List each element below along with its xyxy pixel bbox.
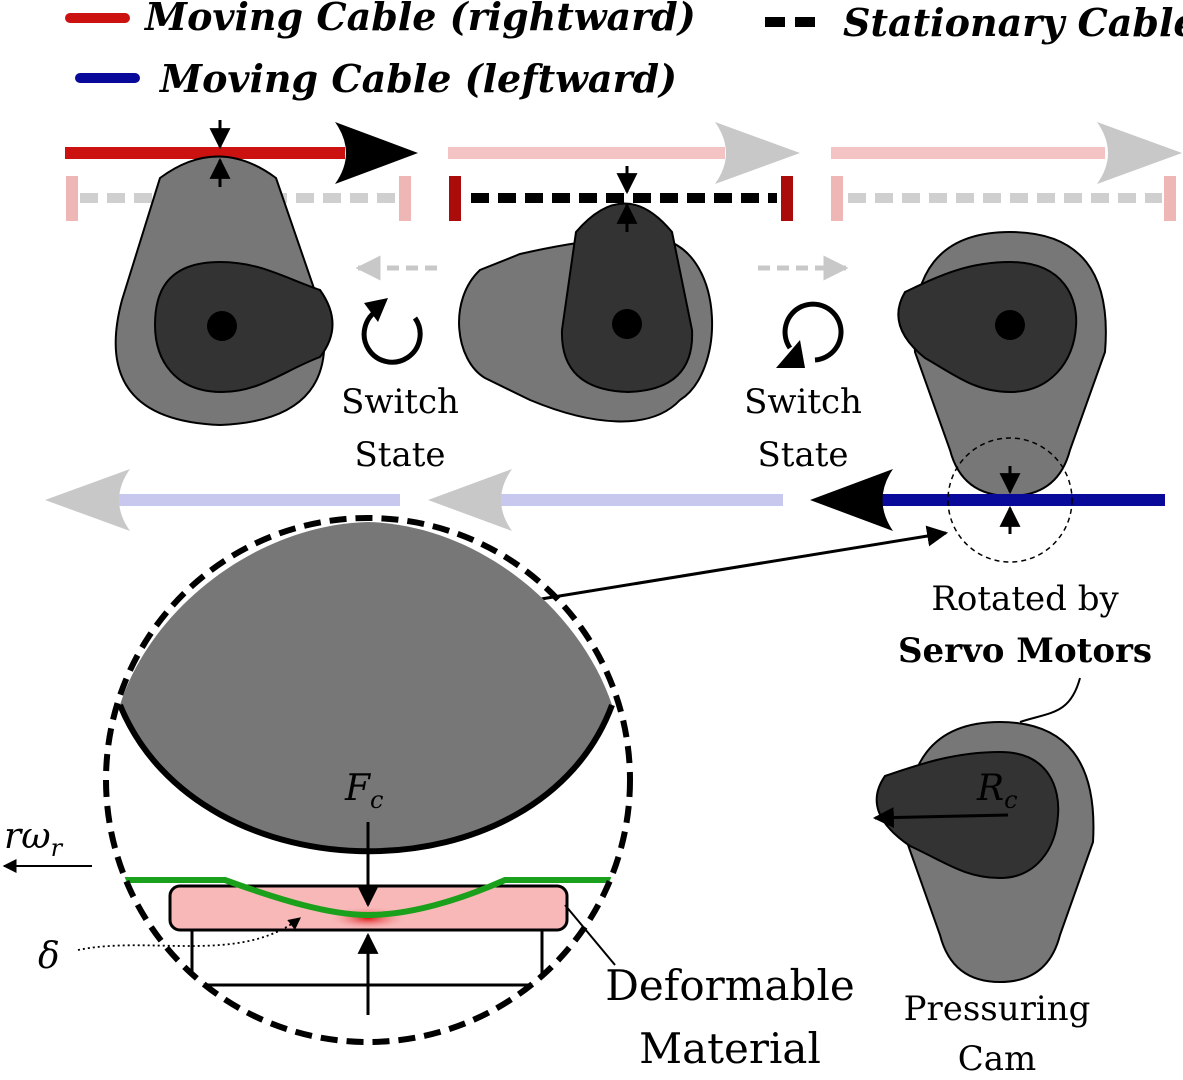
cam-1-inner [153,260,334,394]
material-pointer [564,904,616,966]
deformation-label: δ [38,936,60,977]
servo-pointer [1019,677,1081,723]
velocity-label: rωr [4,816,64,862]
pressuring-cam-line2: Cam [958,1039,1037,1079]
rotate-counterclockwise-icon [782,301,844,363]
radius-arrow [872,807,1009,829]
cable-arrowhead-faded-2 [715,122,800,184]
stationary-cable-faded-3 [831,176,1176,221]
cam-3-inner [897,260,1078,394]
contact-zoom-source [947,437,1073,563]
deformable-label-line1: Deformable [605,961,854,1010]
switch-state-1: Switch State [341,255,459,475]
switch-state-2-line1: Switch [744,382,862,422]
cable-arrowhead-faded-left-1 [45,469,130,531]
force-label: Fc [344,768,383,814]
pressuring-cam-detail: Rotated by Servo Motors Rc Pressuring Ca… [872,579,1152,1079]
stationary-cable-2 [449,176,793,221]
deformation-pointer [77,917,301,951]
radius-label: Rc [976,768,1018,814]
stationary-cable-faded-1 [66,176,411,221]
rotate-clockwise-icon [361,307,423,365]
zoom-boundary [103,515,633,1045]
switch-state-1-line2: State [354,435,445,475]
pressuring-cam-line1: Pressuring [904,989,1091,1029]
zoomed-cam-surface [120,522,612,852]
cam-2-shaft [612,309,642,339]
bottom-cable-row [45,437,1165,563]
deformable-label-line2: Material [639,1024,821,1073]
cable-arrowhead-faded-3 [1097,122,1182,184]
contact-cable-green [108,877,630,919]
legend-stationary-label: Stationary Cable [843,0,1183,45]
top-cable-row [65,122,1182,221]
switch-state-2: Switch State [744,255,862,475]
rotated-by-label: Rotated by [931,579,1119,619]
cam-2 [458,166,713,423]
legend-leftward-label: Moving Cable (leftward) [158,56,677,101]
switch-state-1-line1: Switch [341,382,459,422]
cam-3-shaft [995,310,1025,340]
cable-arrowhead-faded-left-2 [428,469,512,531]
cable-arrowhead-right-1 [335,122,418,184]
legend-rightward-label: Moving Cable (rightward) [143,0,696,39]
servo-motors-label: Servo Motors [898,631,1152,671]
cam-1 [114,120,334,427]
legend: Moving Cable (rightward) Moving Cable (l… [65,0,1183,101]
zoom-detail: Fc rωr δ Deformable Material [2,515,855,1073]
cam-1-shaft [207,311,237,341]
zoom-connector-line [534,525,949,602]
switch-state-2-line2: State [757,435,848,475]
cable-arrowhead-left-active [810,469,893,531]
cam-3 [897,230,1107,498]
